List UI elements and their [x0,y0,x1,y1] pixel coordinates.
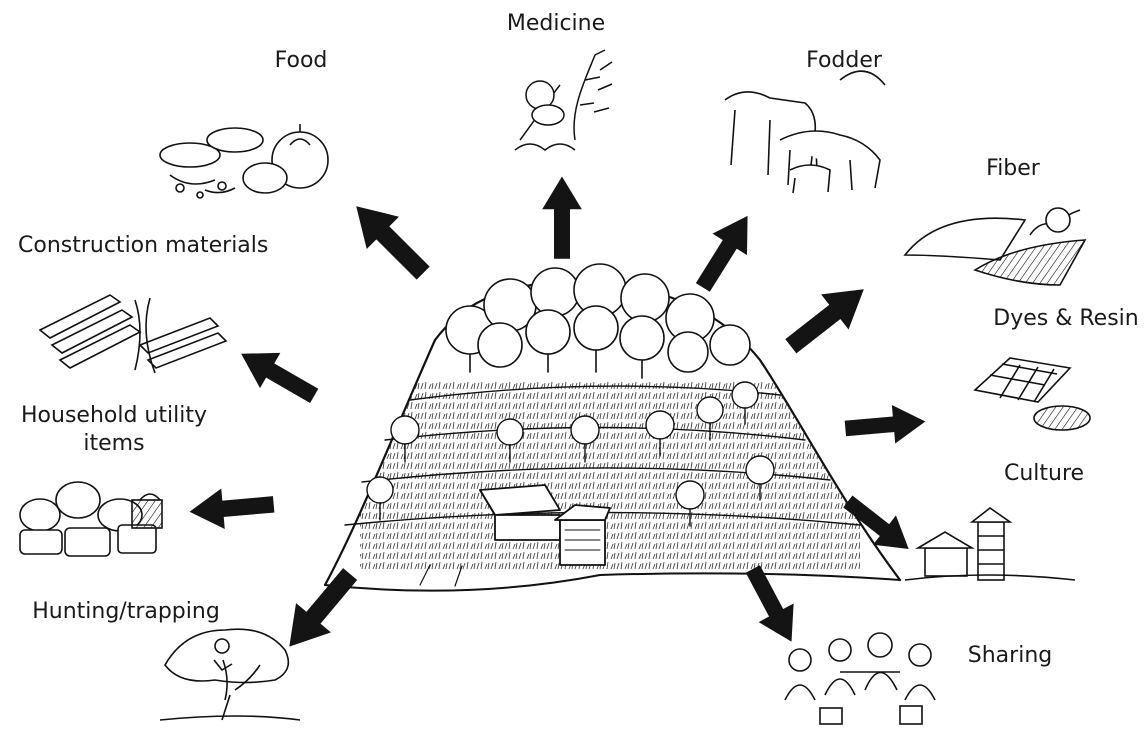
label-culture: Culture [1004,460,1084,488]
label-dyes-resin: Dyes & Resin [993,305,1138,333]
label-fodder: Fodder [806,47,882,75]
label-food: Food [275,47,328,75]
woven-cloth-icon [905,208,1085,285]
arrow-to-medicine [544,178,581,258]
hill-ground-line [325,573,900,590]
label-construction-materials: Construction materials [18,232,268,260]
arrow-to-fiber [779,274,875,362]
arrow-to-hunting [274,561,366,659]
arrow-to-food [343,193,438,288]
label-household-line1: Household utility [21,402,207,430]
arrow-to-household [190,486,275,531]
arrow-to-dyes [845,404,926,447]
people-gathering-icon [785,633,935,724]
label-medicine: Medicine [507,10,605,38]
label-fiber: Fiber [986,155,1040,183]
livestock-icon [725,71,885,193]
pots-and-baskets-icon [20,482,162,556]
label-hunting-trapping: Hunting/trapping [32,598,220,626]
arrow-to-fodder [687,207,762,297]
hunter-in-tree-icon [160,629,300,720]
medicinal-plants-icon [515,50,612,150]
arrow-to-construction [233,338,323,412]
timber-bundle-icon [40,295,226,373]
label-sharing: Sharing [968,642,1052,670]
central-hill-icon [325,264,900,591]
vegetables-pile-icon [160,124,328,198]
label-household-line2: items [21,430,207,458]
label-household-utility-items: Household utility items [21,402,207,458]
village-shrine-icon [905,508,1075,580]
dyed-textile-icon [975,358,1090,430]
